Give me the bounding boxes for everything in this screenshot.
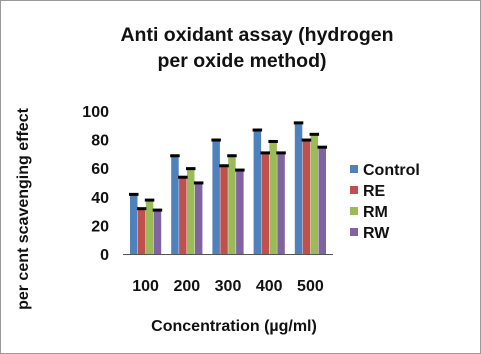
legend-label-rm: RM (363, 204, 388, 221)
bar-re-300 (220, 166, 228, 254)
error-cap-control-100 (129, 192, 139, 196)
bar-rm-100 (145, 201, 154, 254)
y-axis-label: per cent scavenging effect (15, 107, 32, 310)
error-cap-rm-400 (268, 139, 278, 143)
error-cap-rm-200 (186, 167, 196, 171)
x-axis-ticks: 100 200 300 400 500 (132, 278, 324, 295)
y-tick-label: 20 (91, 218, 109, 235)
bar-control-300 (212, 141, 220, 254)
error-cap-control-400 (252, 128, 263, 132)
bar-rm-200 (187, 169, 195, 254)
chart-title: Anti oxidant assay (hydrogen per oxide m… (120, 24, 393, 72)
chart-title-line-1: Anti oxidant assay (hydrogen (120, 24, 393, 46)
error-cap-rm-100 (144, 198, 155, 202)
error-cap-control-200 (170, 154, 180, 158)
bar-rw-200 (194, 183, 203, 254)
bar-rw-400 (277, 153, 285, 254)
bar-re-400 (261, 153, 269, 254)
x-tick-label: 300 (215, 278, 242, 295)
bar-re-200 (179, 178, 187, 254)
bars (130, 123, 326, 255)
error-cap-rw-500 (317, 145, 327, 149)
bar-control-500 (294, 123, 303, 255)
y-tick-label: 60 (91, 161, 109, 178)
legend-swatch-rm (350, 207, 358, 215)
error-cap-control-500 (293, 121, 304, 125)
bar-re-500 (302, 141, 311, 254)
x-tick-label: 100 (132, 278, 159, 295)
error-cap-rw-100 (152, 208, 163, 212)
error-cap-re-300 (219, 164, 229, 168)
y-tick-label: 40 (91, 190, 109, 207)
error-cap-rw-200 (193, 181, 204, 185)
bar-control-400 (253, 131, 262, 254)
error-cap-rm-300 (227, 154, 237, 158)
legend-swatch-re (350, 186, 358, 194)
legend-swatch-control (350, 165, 358, 173)
error-cap-rw-300 (235, 168, 245, 172)
legend-swatch-rw (350, 228, 358, 236)
error-cap-re-400 (260, 151, 270, 155)
y-tick-label: 80 (91, 133, 109, 150)
error-cap-re-200 (178, 175, 188, 179)
error-caps (129, 121, 327, 212)
bar-control-200 (171, 156, 179, 254)
bar-re-100 (137, 209, 146, 254)
error-cap-control-300 (211, 138, 221, 142)
legend-label-rw: RW (363, 225, 390, 242)
legend-label-control: Control (363, 162, 420, 179)
x-tick-label: 500 (297, 278, 324, 295)
bar-rw-500 (318, 148, 326, 254)
error-cap-rw-400 (276, 151, 286, 155)
chart-title-line-2: per oxide method) (157, 50, 326, 72)
bar-rw-300 (236, 171, 244, 254)
bar-rm-300 (228, 156, 236, 254)
bar-rm-400 (269, 142, 277, 254)
x-tick-label: 400 (256, 278, 283, 295)
error-cap-re-500 (301, 138, 312, 142)
error-cap-rm-500 (309, 132, 320, 136)
legend-label-re: RE (363, 183, 386, 200)
bar-rw-100 (153, 211, 162, 254)
y-axis-ticks: 0 20 40 60 80 100 (82, 104, 109, 264)
error-cap-re-100 (136, 207, 147, 211)
bar-control-100 (130, 195, 138, 254)
y-tick-label: 0 (100, 247, 109, 264)
x-tick-label: 200 (173, 278, 200, 295)
y-tick-label: 100 (82, 104, 109, 121)
bar-rm-500 (310, 135, 319, 254)
x-axis-label: Concentration (µg/ml) (151, 318, 317, 335)
